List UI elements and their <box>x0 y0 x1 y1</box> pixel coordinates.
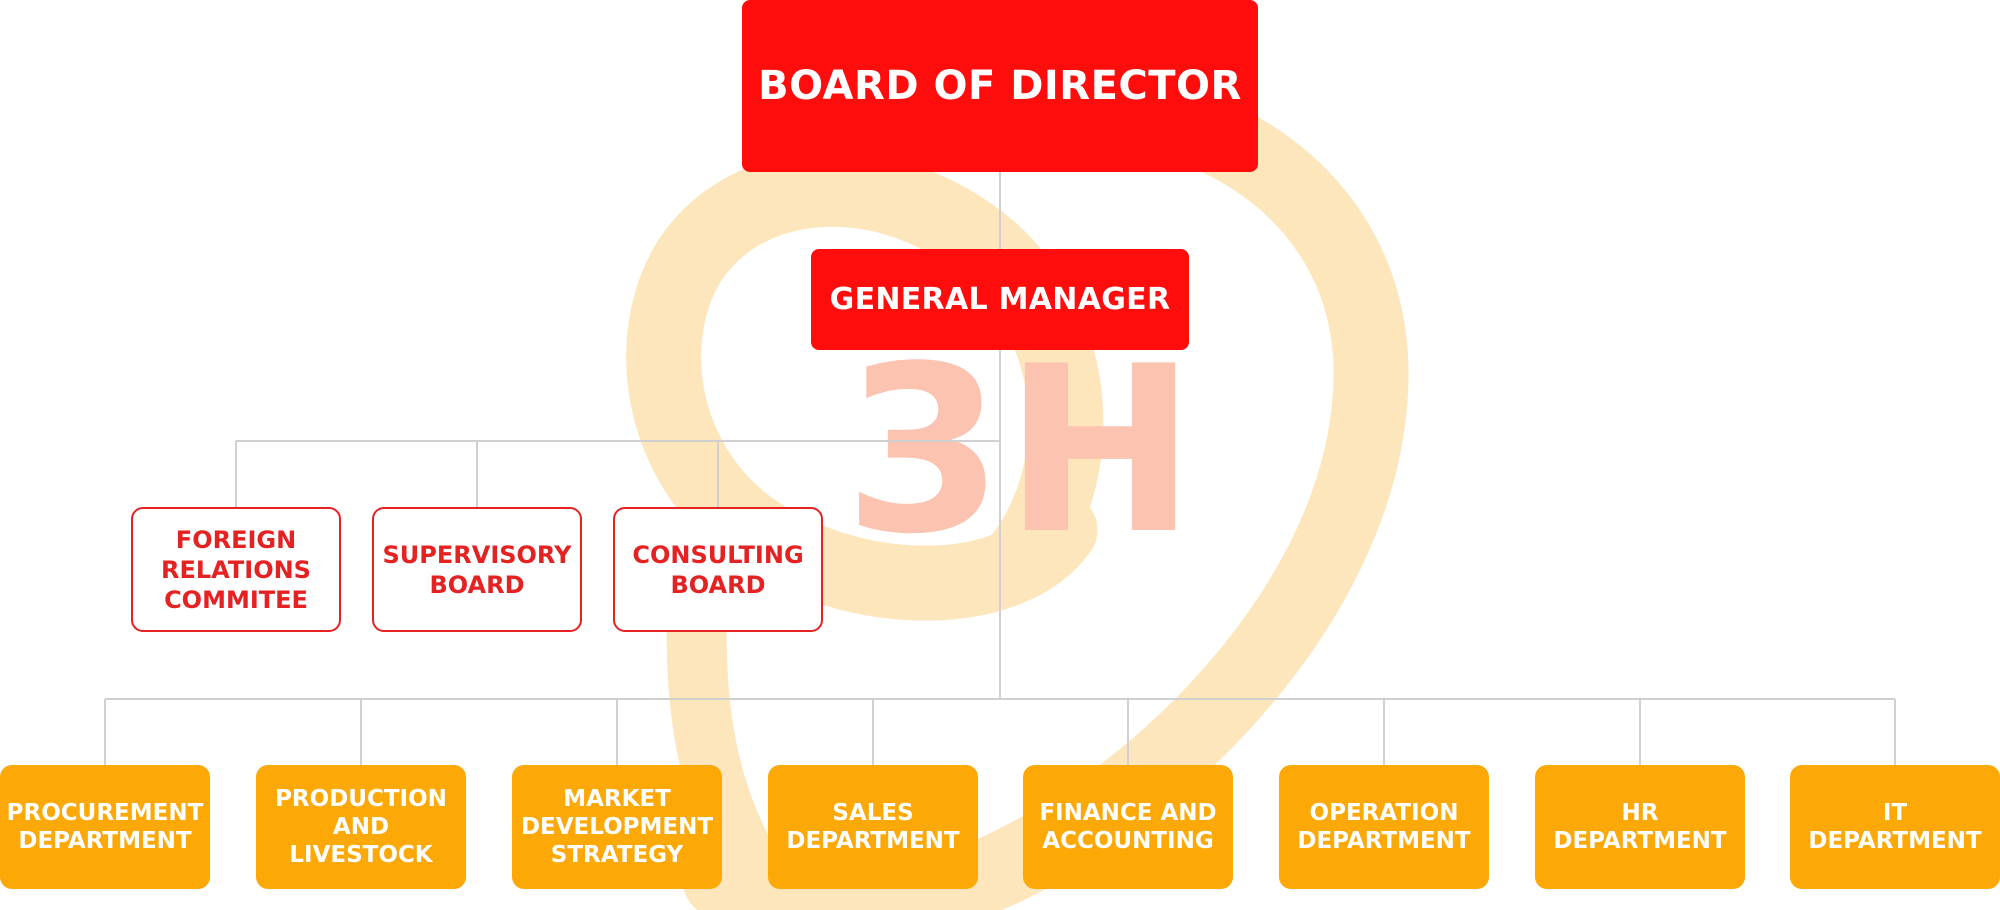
procurement-department-box: PROCUREMENT DEPARTMENT <box>0 765 210 889</box>
department-label: PRODUCTION AND LIVESTOCK <box>275 786 447 868</box>
advisory-label: FOREIGN RELATIONS COMMITEE <box>161 525 311 614</box>
department-label: MARKET DEVELOPMENT STRATEGY <box>520 786 714 868</box>
foreign-relations-committee-box: FOREIGN RELATIONS COMMITEE <box>131 507 341 632</box>
operation-department-box: OPERATION DEPARTMENT <box>1279 765 1489 889</box>
general-manager-box: GENERAL MANAGER <box>811 249 1189 350</box>
consulting-board-box: CONSULTING BOARD <box>613 507 823 632</box>
department-label: PROCUREMENT DEPARTMENT <box>6 800 204 854</box>
department-label: HR DEPARTMENT <box>1553 800 1727 854</box>
market-development-strategy-box: MARKET DEVELOPMENT STRATEGY <box>512 765 722 889</box>
advisory-label: SUPERVISORY BOARD <box>382 540 572 599</box>
department-label: SALES DEPARTMENT <box>786 800 960 854</box>
finance-accounting-box: FINANCE AND ACCOUNTING <box>1023 765 1233 889</box>
board-of-director-box: BOARD OF DIRECTOR <box>742 0 1258 172</box>
advisory-label: CONSULTING BOARD <box>632 540 804 599</box>
board-of-director-label: BOARD OF DIRECTOR <box>758 63 1242 109</box>
department-label: OPERATION DEPARTMENT <box>1297 800 1471 854</box>
watermark-text: 3H <box>844 318 1197 585</box>
it-department-box: IT DEPARTMENT <box>1790 765 2000 889</box>
supervisory-board-box: SUPERVISORY BOARD <box>372 507 582 632</box>
general-manager-label: GENERAL MANAGER <box>829 282 1171 317</box>
production-livestock-box: PRODUCTION AND LIVESTOCK <box>256 765 466 889</box>
department-label: FINANCE AND ACCOUNTING <box>1039 800 1217 854</box>
department-label: IT DEPARTMENT <box>1808 800 1982 854</box>
sales-department-box: SALES DEPARTMENT <box>768 765 978 889</box>
hr-department-box: HR DEPARTMENT <box>1535 765 1745 889</box>
